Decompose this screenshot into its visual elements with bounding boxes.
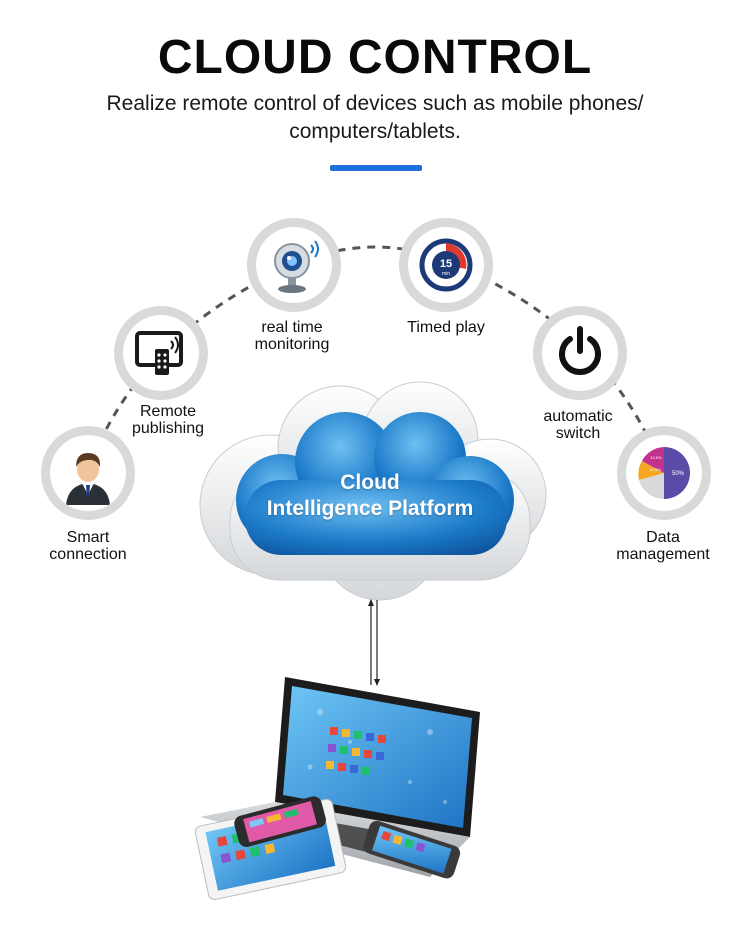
label-smart-connection: Smart connection [28,529,148,563]
label-data-management: Data management [603,529,723,563]
label-line: automatic [543,408,613,425]
feature-smart-connection [41,426,135,520]
pie-label: 50% [672,471,685,477]
timer-value: 15 [440,258,452,270]
page-title: CLOUD CONTROL [157,31,593,84]
pie-label: 12.5% [649,467,661,472]
label-line: real time [261,319,323,336]
label-line: publishing [131,420,205,437]
pie-chart-icon: 50% 12.5% 12.5% [638,447,690,499]
power-icon [559,326,601,375]
person-icon [66,453,110,505]
label-automatic-switch: automatic switch [518,408,638,442]
feature-timed-play: 15 min [399,218,493,312]
timer-icon: 15 min [419,238,473,292]
pie-label: 12.5% [650,455,662,460]
remote-tv-icon [135,331,183,375]
feature-remote-publishing [114,306,208,400]
cloud-platform-label: Cloud Intelligence Platform [230,470,510,522]
label-line: Smart [66,529,110,546]
cloud-label-line: Cloud [340,471,400,494]
label-line: Timed play [407,319,485,336]
feature-data-management: 50% 12.5% 12.5% [617,426,711,520]
webcam-icon [274,240,319,293]
label-line: Data [646,529,680,546]
devices-illustration [194,677,480,901]
label-line: switch [555,425,601,442]
label-timed-play: Timed play [386,319,506,336]
page-subtitle: Realize remote control of devices such a… [106,92,644,143]
cloud-label-line: Intelligence Platform [266,497,474,520]
label-real-time-monitoring: real time monitoring [232,319,352,353]
label-line: monitoring [254,336,330,353]
feature-real-time-monitoring [247,218,341,312]
timer-unit: min [442,271,450,277]
label-line: connection [49,546,127,563]
feature-automatic-switch [533,306,627,400]
label-line: Remote [139,403,197,420]
accent-divider [330,165,422,171]
label-remote-publishing: Remote publishing [108,403,228,437]
label-line: management [616,546,710,563]
